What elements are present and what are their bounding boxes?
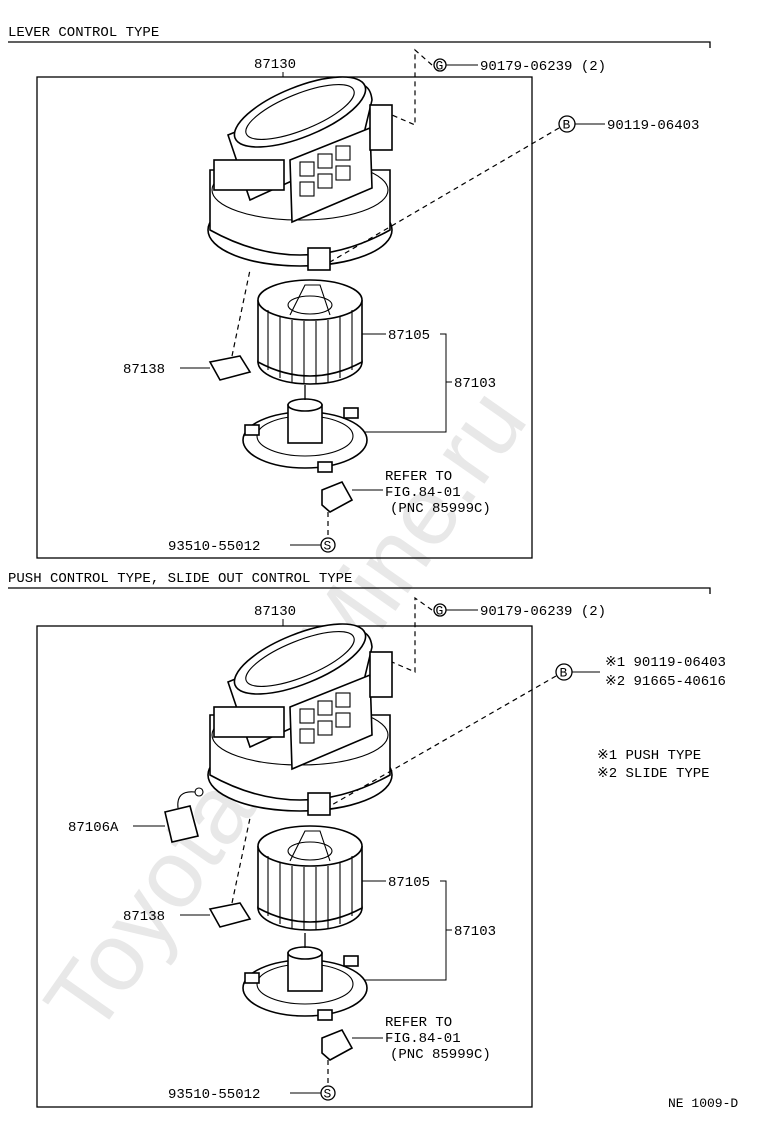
screw-symbol-letter: B xyxy=(560,666,568,681)
motor-illustration xyxy=(242,933,368,1021)
motor-illustration xyxy=(242,385,368,473)
blower-housing-illustration xyxy=(207,623,393,816)
section-title: LEVER CONTROL TYPE xyxy=(8,25,159,41)
label-clip: 93510-55012 xyxy=(168,1087,260,1103)
screw-symbol-letter: B xyxy=(563,118,571,133)
label-motor-assy: 87103 xyxy=(454,924,496,940)
nut-symbol-letter: G xyxy=(436,59,444,74)
nut-symbol-letter: G xyxy=(436,604,444,619)
section-push-slide-control: PUSH CONTROL TYPE, SLIDE OUT CONTROL TYP… xyxy=(8,571,726,1108)
label-refer-1: REFER TO xyxy=(385,1015,452,1031)
label-connector: 87138 xyxy=(123,362,165,378)
note-push-type: ※1 PUSH TYPE xyxy=(597,748,701,764)
label-motor-assy: 87103 xyxy=(454,376,496,392)
section-rule xyxy=(8,41,711,48)
label-fan: 87105 xyxy=(388,328,430,344)
label-nut: 90179-06239 (2) xyxy=(480,59,606,75)
fan-illustration xyxy=(257,825,363,931)
label-nut: 90179-06239 (2) xyxy=(480,604,606,620)
label-housing: 87130 xyxy=(254,57,296,73)
label-resistor: 87106A xyxy=(68,820,119,836)
label-refer-2: FIG.84-01 xyxy=(385,485,461,501)
label-screw-1: ※1 90119-06403 xyxy=(605,655,726,671)
assembly-box xyxy=(36,76,533,559)
clip-symbol-letter: S xyxy=(324,1087,332,1102)
figure-code: NE 1009-D xyxy=(668,1096,738,1111)
clip-symbol-letter: S xyxy=(324,539,332,554)
fan-illustration xyxy=(257,279,363,385)
section-lever-control: LEVER CONTROL TYPE 87130 G 901 xyxy=(8,25,711,559)
clip-illustration xyxy=(321,480,354,513)
section-title: PUSH CONTROL TYPE, SLIDE OUT CONTROL TYP… xyxy=(8,571,352,587)
label-housing: 87130 xyxy=(254,604,296,620)
clip-illustration xyxy=(321,1028,354,1061)
label-fan: 87105 xyxy=(388,875,430,891)
label-refer-2: FIG.84-01 xyxy=(385,1031,461,1047)
resistor-illustration xyxy=(164,787,204,843)
connector-illustration xyxy=(208,355,252,381)
label-connector: 87138 xyxy=(123,909,165,925)
connector-illustration xyxy=(208,902,252,928)
section-rule xyxy=(8,587,711,594)
note-slide-type: ※2 SLIDE TYPE xyxy=(597,766,710,782)
label-refer-3: (PNC 85999C) xyxy=(390,501,491,517)
label-screw-2: ※2 91665-40616 xyxy=(605,674,726,690)
blower-housing-illustration xyxy=(207,76,393,271)
label-screw: 90119-06403 xyxy=(607,118,699,134)
label-clip: 93510-55012 xyxy=(168,539,260,555)
label-refer-1: REFER TO xyxy=(385,469,452,485)
label-refer-3: (PNC 85999C) xyxy=(390,1047,491,1063)
assembly-box xyxy=(36,625,533,1108)
